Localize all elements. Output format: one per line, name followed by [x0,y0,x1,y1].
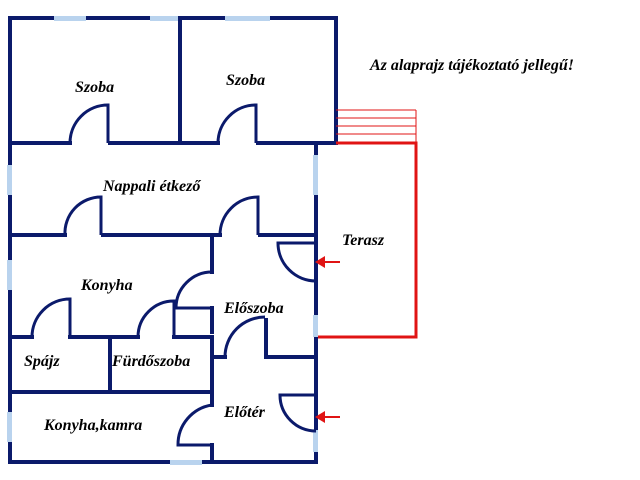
door-entrance-lower [278,393,317,433]
label-terasz: Terasz [342,232,385,249]
door-eloszoba [223,315,266,358]
window-top-mid [150,16,178,21]
plan-note: Az alaprajz tájékoztató jellegű! [369,57,574,74]
door-szoba-left [68,103,110,144]
label-szoba-left: Szoba [75,79,114,96]
door-szoba-right [216,103,258,144]
windows [7,16,318,465]
window-right-3 [313,430,318,452]
interior-walls [8,16,318,464]
window-right-2 [313,315,318,337]
label-konyha: Konyha [80,277,133,294]
window-left-1 [7,165,12,195]
window-left-3 [7,412,12,442]
window-left-2 [7,260,12,290]
window-top-left [54,16,86,21]
window-right-1 [313,155,318,195]
entrance-arrows [315,256,340,423]
door-nappali-left [63,195,103,236]
label-spajz: Spájz [24,353,60,370]
label-konyha-kamra: Konyha,kamra [43,417,142,434]
terrace [318,109,418,339]
label-nappali: Nappali étkező [102,178,201,195]
label-furdoszoba: Fürdőszoba [111,353,190,370]
doors [30,103,317,447]
arrow-entrance-upper [315,256,325,268]
door-spajz [30,297,72,338]
window-bottom [170,460,202,465]
door-konyha [174,270,213,310]
label-eloter: Előtér [223,404,266,421]
door-entrance-upper [276,241,317,283]
door-furdoszoba [136,299,176,338]
door-konyha-kamra [176,403,213,447]
label-eloszoba: Előszoba [223,300,284,317]
label-szoba-right: Szoba [226,72,265,89]
terrace-outline [318,141,418,339]
arrow-entrance-lower [315,411,325,423]
window-top-right [225,16,270,21]
door-nappali-right [218,195,260,236]
